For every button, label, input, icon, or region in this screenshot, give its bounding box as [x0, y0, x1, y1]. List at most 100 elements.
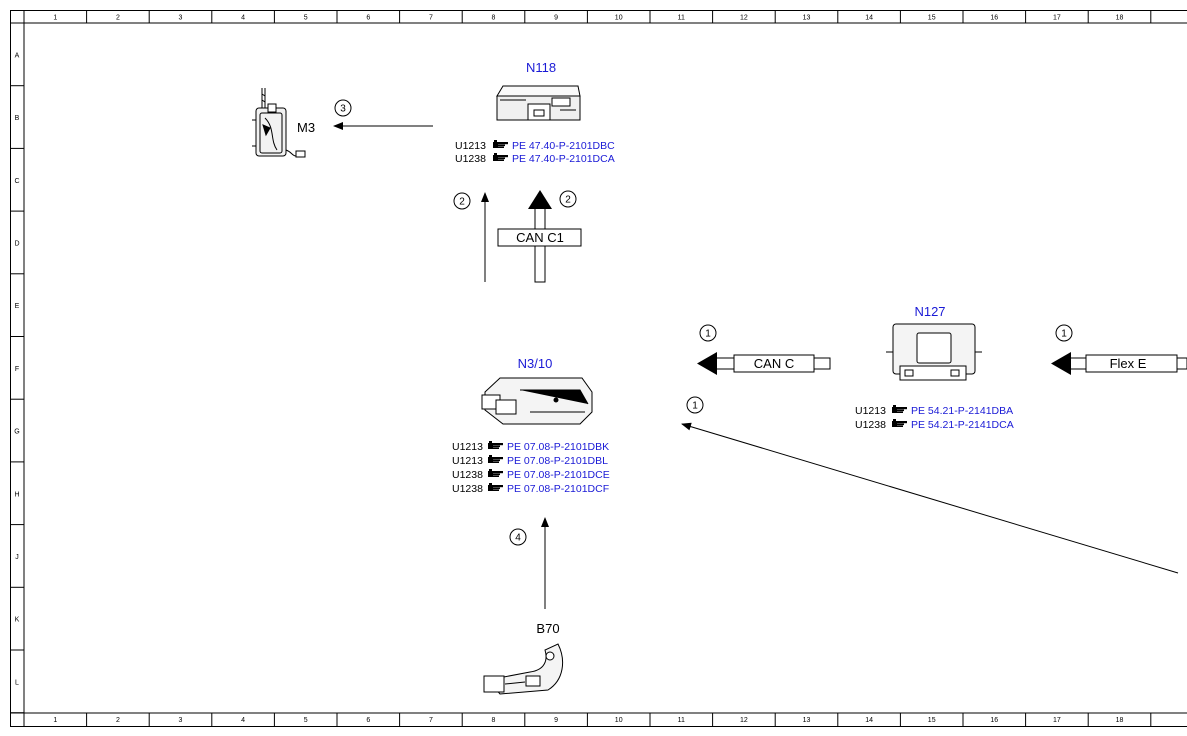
- ruler-column-label: 9: [554, 15, 558, 22]
- marker-1-diagonal: 1: [686, 396, 704, 414]
- n310-reference-list: U1213 PE 07.08-P-2101DBK U1213 PE 07.08-P-2…: [452, 441, 610, 495]
- ruler-row-label: B: [15, 115, 20, 122]
- pointing-hand-icon: [488, 441, 503, 449]
- ruler-column-label: 11: [678, 717, 685, 724]
- ref-document-link[interactable]: PE 07.08-P-2101DCF: [507, 483, 609, 495]
- ruler-column-label: 13: [803, 717, 811, 724]
- ruler-column-label: 2: [116, 717, 120, 724]
- ref-code: U1238: [455, 153, 486, 165]
- n127-reference-list: U1213 PE 54.21-P-2141DBA U1238 PE 54.21-P-2…: [855, 405, 1014, 431]
- ruler-column-label: 3: [179, 15, 183, 22]
- n127-label: N127: [914, 304, 945, 319]
- ruler-row-label: L: [15, 679, 19, 686]
- n127-component-icon: [886, 323, 982, 381]
- ruler-column-label: 4: [241, 15, 245, 22]
- b70-component-icon: [483, 643, 564, 695]
- ref-code: U1238: [452, 469, 483, 481]
- ruler-column-label: 7: [429, 717, 433, 724]
- marker-1-diagonal-number: 1: [692, 401, 698, 412]
- m3-label: M3: [297, 120, 315, 135]
- ruler-column-label: 17: [1053, 15, 1061, 22]
- marker-1-can-c: 1: [699, 324, 717, 342]
- ruler-column-label: 12: [740, 15, 748, 22]
- flex-e-bus-arrow: Flex E: [1051, 352, 1187, 375]
- ref-code: U1213: [855, 405, 886, 417]
- ruler-column-label: 9: [554, 717, 558, 724]
- ruler-column-label: 5: [304, 15, 308, 22]
- marker-1-flex-e-number: 1: [1061, 329, 1067, 340]
- diagonal-arrow: [681, 422, 1179, 574]
- ruler-column-label: 14: [865, 717, 873, 724]
- n310-label: N3/10: [518, 356, 553, 371]
- ruler-column-label: 13: [803, 15, 811, 22]
- ruler-column-label: 12: [740, 717, 748, 724]
- can-c-label: CAN C: [754, 356, 794, 371]
- ruler-column-label: 8: [492, 717, 496, 724]
- ruler-row-label: E: [15, 303, 20, 310]
- n118-label: N118: [526, 60, 556, 75]
- marker-2-right: 2: [559, 190, 577, 208]
- ruler-column-label: 18: [1116, 15, 1124, 22]
- pointing-hand-icon: [493, 140, 508, 148]
- ruler-column-label: 6: [366, 717, 370, 724]
- ruler-column-label: 17: [1053, 717, 1061, 724]
- n118-component-icon: [496, 85, 581, 121]
- ruler-row-label: A: [15, 52, 20, 59]
- ruler-row-label: H: [14, 491, 19, 498]
- ref-code: U1238: [855, 419, 886, 431]
- ref-document-link[interactable]: PE 47.40-P-2101DBC: [512, 140, 615, 152]
- pointing-hand-icon: [488, 455, 503, 463]
- marker-2-left-number: 2: [459, 197, 465, 208]
- ref-document-link[interactable]: PE 54.21-P-2141DCA: [911, 419, 1014, 431]
- ref-document-link[interactable]: PE 47.40-P-2101DCA: [512, 153, 615, 165]
- ruler-row-label: J: [15, 554, 19, 561]
- ruler-column-label: 16: [990, 15, 998, 22]
- pointing-hand-icon: [493, 153, 508, 161]
- pointing-hand-icon: [488, 483, 503, 491]
- ruler-row-label: K: [15, 617, 20, 624]
- ruler-column-label: 7: [429, 15, 433, 22]
- flex-e-label: Flex E: [1110, 356, 1147, 371]
- ruler-column-label: 2: [116, 15, 120, 22]
- frame: [10, 10, 1187, 727]
- ref-code: U1238: [452, 483, 483, 495]
- ruler-row-label: F: [15, 366, 19, 373]
- ruler-column-label: 10: [615, 717, 623, 724]
- marker-3: 3: [334, 99, 352, 117]
- marker-3-number: 3: [340, 104, 346, 115]
- ruler-column-label: 14: [865, 15, 873, 22]
- marker-1-can-c-number: 1: [705, 329, 711, 340]
- ruler-column-label: 11: [678, 15, 685, 22]
- marker-4: 4: [509, 528, 527, 546]
- can-c1-label: CAN C1: [516, 230, 564, 245]
- ref-document-link[interactable]: PE 07.08-P-2101DCE: [507, 469, 610, 481]
- marker-4-number: 4: [515, 533, 521, 544]
- ref-document-link[interactable]: PE 07.08-P-2101DBL: [507, 455, 608, 467]
- pointing-hand-icon: [892, 405, 907, 413]
- ruler-column-label: 6: [366, 15, 370, 22]
- ref-document-link[interactable]: PE 54.21-P-2141DBA: [911, 405, 1013, 417]
- ruler-column-label: 1: [53, 15, 57, 22]
- ruler-column-label: 10: [615, 15, 623, 22]
- marker-2-right-number: 2: [565, 195, 571, 206]
- m3-component-icon: [252, 88, 306, 158]
- ruler-column-label: 18: [1116, 717, 1124, 724]
- ref-document-link[interactable]: PE 07.08-P-2101DBK: [507, 441, 609, 453]
- ref-code: U1213: [455, 140, 486, 152]
- ruler-column-label: 8: [492, 15, 496, 22]
- marker-1-flex-e: 1: [1055, 324, 1073, 342]
- can-c-bus-arrow: CAN C: [697, 352, 831, 375]
- ruler-row-label: C: [14, 178, 19, 185]
- pointing-hand-icon: [892, 419, 907, 427]
- pointing-hand-icon: [488, 469, 503, 477]
- n310-component-icon: [481, 377, 593, 425]
- ref-code: U1213: [452, 441, 483, 453]
- ruler-column-label: 15: [928, 717, 936, 724]
- ruler-column-label: 1: [53, 717, 57, 724]
- ruler-column-label: 3: [179, 717, 183, 724]
- can-c1-bus-arrow: CAN C1: [497, 190, 582, 283]
- ref-code: U1213: [452, 455, 483, 467]
